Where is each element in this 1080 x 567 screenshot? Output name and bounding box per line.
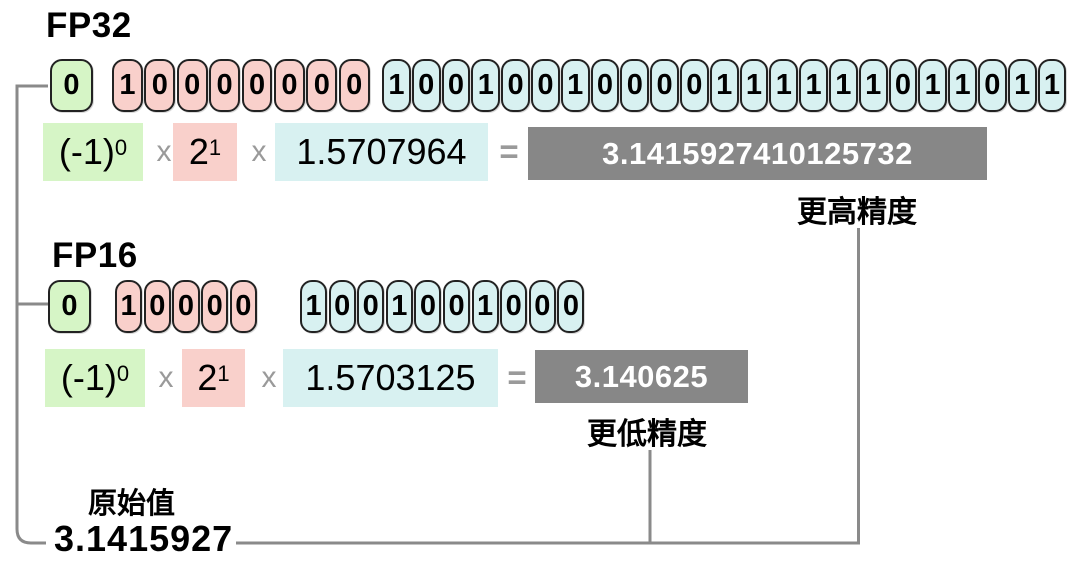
bit-cell: 0 — [414, 280, 442, 333]
bit-cell: 0 — [50, 59, 93, 112]
bit-cell: 1 — [918, 59, 948, 112]
original-value-number: 3.1415927 — [54, 518, 234, 559]
bit-cell: 0 — [144, 59, 176, 112]
bit-cell: 0 — [328, 280, 356, 333]
fp32-sign-factor: (-1)0 — [43, 123, 143, 181]
fp16-sign-base: (-1) — [60, 357, 117, 398]
bit-cell: 1 — [769, 59, 799, 112]
bit-cell: 0 — [229, 280, 257, 333]
bit-cell: 0 — [143, 280, 171, 333]
bit-cell: 0 — [172, 280, 200, 333]
fp16-title: FP16 — [52, 236, 138, 275]
bit-cell: 0 — [590, 59, 620, 112]
original-value-label: 原始值 — [88, 488, 176, 520]
bit-cell: 0 — [528, 280, 556, 333]
bit-cell: 1 — [1007, 59, 1037, 112]
bit-cell: 1 — [382, 59, 411, 112]
bit-cell: 0 — [176, 59, 208, 112]
bit-cell: 1 — [739, 59, 769, 112]
bit-cell: 0 — [442, 280, 471, 333]
bit-cell: 0 — [501, 59, 530, 112]
bit-cell: 0 — [650, 59, 679, 112]
fp32-multiply-operator-2: x — [251, 135, 267, 168]
bit-cell: 0 — [357, 280, 385, 333]
bit-cell: 0 — [441, 59, 471, 112]
fp32-result-value: 3.1415927410125732 — [528, 127, 987, 180]
bit-cell: 0 — [201, 280, 229, 333]
bit-cell: 1 — [300, 280, 328, 333]
bit-cell: 0 — [273, 59, 305, 112]
bit-cell: 0 — [977, 59, 1007, 112]
bit-cell: 1 — [471, 59, 501, 112]
bit-cell: 0 — [679, 59, 709, 112]
bit-cell: 0 — [411, 59, 441, 112]
bit-cell: 0 — [500, 280, 528, 333]
bit-cell: 1 — [948, 59, 977, 112]
bit-cell: 0 — [620, 59, 650, 112]
bit-cell: 1 — [471, 280, 499, 333]
bit-cell: 0 — [306, 59, 338, 112]
fp32-mantissa-value: 1.5707964 — [275, 123, 488, 181]
fp16-multiply-operator-2: x — [261, 361, 277, 394]
fp32-equals-sign: = — [499, 133, 519, 170]
bit-cell: 0 — [338, 59, 370, 112]
bit-cell: 0 — [241, 59, 273, 112]
fp32-sign-bit-group: 0 — [50, 59, 93, 112]
fp32-sign-base: (-1) — [58, 131, 115, 172]
bit-cell: 1 — [112, 59, 143, 112]
fp16-mantissa-value: 1.5703125 — [283, 349, 498, 407]
bit-cell: 1 — [799, 59, 828, 112]
bit-cell: 1 — [828, 59, 858, 112]
fp32-title: FP32 — [46, 6, 132, 45]
bit-cell: 1 — [1037, 59, 1067, 112]
fp16-exponent-base: 2 — [197, 357, 218, 398]
bit-cell: 0 — [209, 59, 241, 112]
fp32-exponent-base: 2 — [188, 131, 209, 172]
fp16-equals-sign: = — [507, 359, 527, 396]
bit-cell: 1 — [385, 280, 413, 333]
bit-cell: 1 — [560, 59, 590, 112]
fp16-sign-bit-group: 0 — [48, 280, 91, 333]
bit-cell: 0 — [48, 280, 91, 333]
fp32-multiply-operator-1: x — [156, 135, 172, 168]
bit-cell: 0 — [888, 59, 918, 112]
fp16-sign-factor: (-1)0 — [45, 349, 145, 407]
fp16-multiply-operator-1: x — [158, 361, 174, 394]
bit-cell: 1 — [709, 59, 739, 112]
fp16-precision-label: 更低精度 — [587, 418, 707, 451]
bit-cell: 0 — [530, 59, 560, 112]
fp16-result-value: 3.140625 — [535, 350, 748, 403]
fp32-precision-label: 更高精度 — [797, 196, 917, 229]
bit-cell: 1 — [858, 59, 888, 112]
bit-cell: 0 — [557, 280, 585, 333]
bit-cell: 1 — [115, 280, 143, 333]
